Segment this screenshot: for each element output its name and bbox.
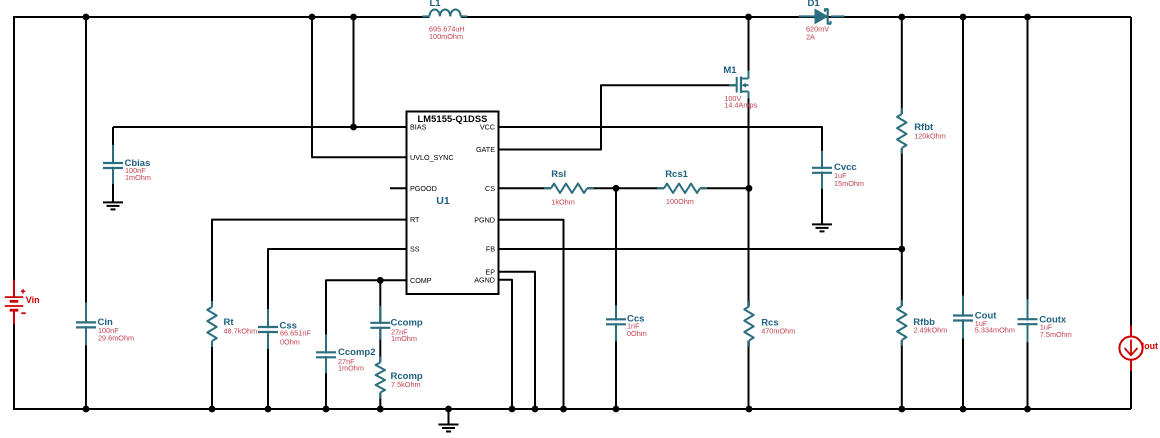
svg-text:Vin: Vin [26,295,40,305]
svg-text:Rfbb: Rfbb [913,317,935,328]
svg-text:0Ohm: 0Ohm [627,329,647,338]
svg-text:BIAS: BIAS [410,123,427,132]
svg-text:27nF: 27nF [391,328,408,337]
svg-text:0Ohm: 0Ohm [280,338,300,347]
svg-text:Ccomp2: Ccomp2 [338,347,375,358]
svg-text:1mOhm: 1mOhm [125,173,151,182]
svg-text:EP: EP [485,267,495,276]
svg-text:Rcs: Rcs [761,318,778,329]
svg-text:7.5mOhm: 7.5mOhm [1040,330,1072,339]
svg-text:100mOhm: 100mOhm [429,32,463,41]
svg-text:Cvcc: Cvcc [834,162,857,173]
svg-text:5.334mOhm: 5.334mOhm [975,326,1015,335]
svg-text:Cin: Cin [98,317,114,328]
svg-text:1mOhm: 1mOhm [391,334,417,343]
svg-text:VCC: VCC [480,123,495,132]
svg-text:CS: CS [485,184,495,193]
svg-text:48.7kOhm: 48.7kOhm [224,327,258,336]
svg-text:620mV: 620mV [806,24,829,33]
svg-text:Cbias: Cbias [125,158,151,169]
svg-text:29.6mOhm: 29.6mOhm [98,333,134,342]
svg-text:Css: Css [280,320,297,331]
svg-text:14.4Amps: 14.4Amps [724,100,757,109]
svg-text:Coutx: Coutx [1039,315,1067,326]
svg-text:M1: M1 [723,65,737,76]
svg-text:120kOhm: 120kOhm [914,132,946,141]
svg-text:LM5155-Q1DSS: LM5155-Q1DSS [418,114,488,124]
svg-text:1uF: 1uF [1040,323,1053,332]
svg-text:U1: U1 [436,195,450,207]
svg-text:1uF: 1uF [975,319,988,328]
svg-text:1uF: 1uF [834,171,847,180]
svg-text:Rfbt: Rfbt [914,122,934,133]
svg-text:695.674uH: 695.674uH [429,24,465,33]
svg-text:Cout: Cout [975,310,997,321]
svg-text:15mOhm: 15mOhm [834,179,864,188]
svg-text:D1: D1 [808,0,821,9]
svg-text:SS: SS [410,245,420,254]
svg-text:PGND: PGND [474,215,495,224]
svg-text:Rsl: Rsl [551,169,566,180]
svg-text:GATE: GATE [476,145,495,154]
svg-text:27nF: 27nF [338,357,355,366]
svg-text:100V: 100V [724,94,741,103]
svg-text:66.651nF: 66.651nF [280,329,311,338]
svg-text:Ccomp: Ccomp [391,317,423,328]
svg-text:Iout: Iout [1142,341,1158,351]
svg-text:UVLO_SYNC: UVLO_SYNC [410,153,454,162]
svg-text:L1: L1 [430,0,442,9]
svg-text:1nF: 1nF [627,321,640,330]
svg-text:100Ohm: 100Ohm [666,197,694,206]
svg-text:Rcomp: Rcomp [391,371,423,382]
svg-text:470mOhm: 470mOhm [761,326,795,335]
svg-text:1mOhm: 1mOhm [338,363,364,372]
svg-text:RT: RT [410,215,420,224]
svg-text:100nF: 100nF [125,166,146,175]
svg-text:Rt: Rt [224,317,235,328]
svg-text:AGND: AGND [474,275,495,284]
svg-text:FB: FB [486,245,495,254]
svg-text:100nF: 100nF [98,326,119,335]
svg-text:1kOhm: 1kOhm [551,197,575,206]
svg-text:Rcs1: Rcs1 [665,169,688,180]
svg-text:COMP: COMP [410,276,432,285]
svg-text:2A: 2A [806,32,815,41]
svg-text:7.5kOhm: 7.5kOhm [391,380,421,389]
svg-text:PGOOD: PGOOD [410,184,437,193]
svg-text:Ccs: Ccs [627,314,644,325]
svg-text:2.49kOhm: 2.49kOhm [914,325,948,334]
